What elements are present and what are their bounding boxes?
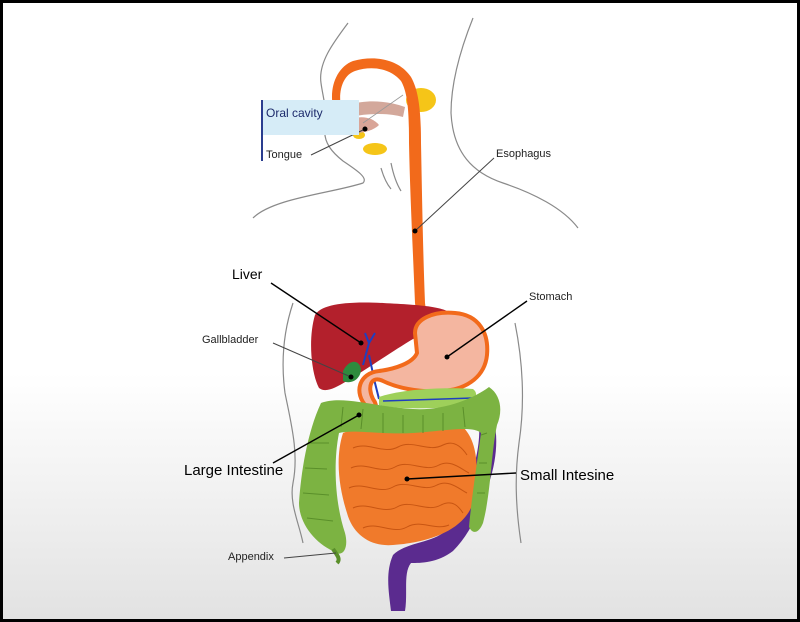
- digestive-system-illustration: [252, 17, 579, 611]
- bile-ducts: [362, 332, 380, 400]
- esophagus-label: Esophagus: [496, 148, 552, 160]
- pancreas-shape: [379, 388, 477, 409]
- small-intestine-label: Small Intesine: [520, 467, 615, 484]
- appendix-shape: [331, 547, 341, 565]
- appendix-label: Appendix: [228, 551, 274, 563]
- stomach-label: Stomach: [529, 291, 573, 303]
- gallbladder-shape: [343, 361, 361, 383]
- leader-lines: [270, 94, 528, 559]
- large-intestine-shape: [299, 387, 501, 554]
- palate: [348, 101, 405, 117]
- diagram-canvas: Oral cavity Tongue Esophagus Liver Stoma…: [3, 3, 797, 619]
- oral-cavity-bracket: [261, 135, 263, 161]
- oral-cavity-highlight: [261, 100, 359, 135]
- tongue-label: Tongue: [266, 149, 303, 161]
- small-intestine-folds: [348, 442, 470, 531]
- large-intestine-segments: [302, 406, 488, 522]
- leader-dots: [348, 126, 450, 482]
- large-intestine-label: Large Intestine: [184, 462, 284, 479]
- small-intestine-shape: [338, 422, 477, 546]
- liver-label: Liver: [232, 266, 263, 282]
- rectum-shape: [388, 403, 497, 611]
- gallbladder-label: Gallbladder: [202, 334, 259, 346]
- body-outline: [252, 17, 579, 544]
- oral-cavity-label: Oral cavity: [266, 106, 323, 120]
- stomach-shape: [357, 310, 490, 412]
- pancreatic-duct: [382, 397, 474, 402]
